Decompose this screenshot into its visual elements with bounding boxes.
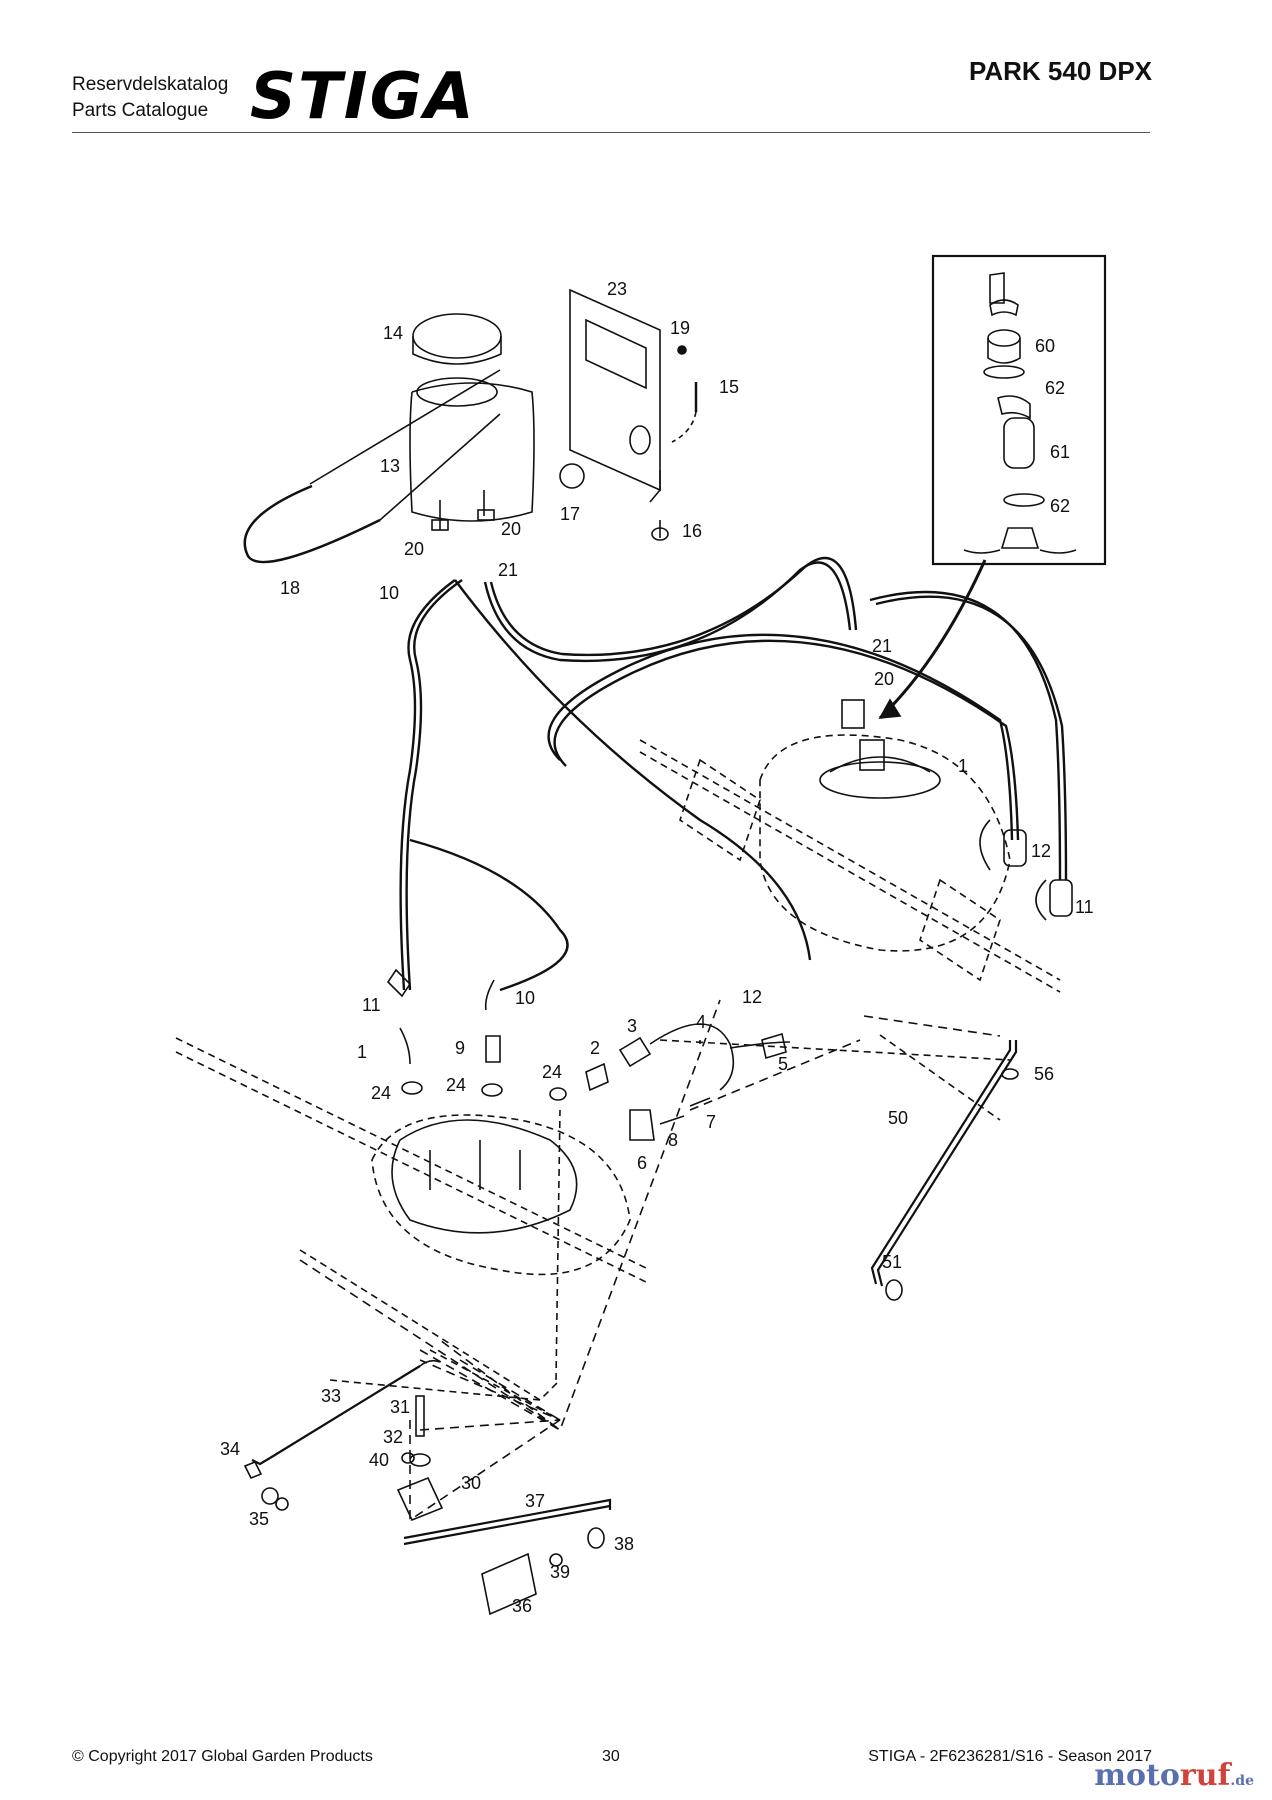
footer-document-reference: STIGA - 2F6236281/S16 - Season 2017 <box>868 1748 1152 1765</box>
callout-12-a: 12 <box>1031 841 1051 861</box>
model-name: PARK 540 DPX <box>968 56 1152 86</box>
callout-17: 17 <box>560 504 580 524</box>
callout-24-c: 24 <box>542 1062 562 1082</box>
callout-31: 31 <box>390 1397 410 1417</box>
watermark: motoruf.de <box>1094 1758 1254 1793</box>
callout-16: 16 <box>682 521 702 541</box>
callout-40: 40 <box>369 1450 389 1470</box>
callout-3: 3 <box>627 1016 637 1036</box>
callout-10-b: 10 <box>515 988 535 1008</box>
callout-30: 30 <box>461 1473 481 1493</box>
callout-15: 15 <box>719 377 739 397</box>
callout-20-a: 20 <box>404 539 424 559</box>
callout-4: 4 <box>696 1012 706 1032</box>
callout-23: 23 <box>607 279 627 299</box>
callout-11-b: 11 <box>362 995 381 1015</box>
callout-56: 56 <box>1034 1064 1054 1084</box>
callout-24-a: 24 <box>371 1083 391 1103</box>
callout-51: 51 <box>882 1252 902 1272</box>
callout-5: 5 <box>778 1054 788 1074</box>
callout-1-b: 1 <box>357 1042 367 1062</box>
callout-12-b: 12 <box>742 987 762 1007</box>
watermark-part2: ruf <box>1179 1758 1231 1793</box>
callout-60: 60 <box>1035 336 1055 356</box>
callout-9: 9 <box>455 1038 465 1058</box>
callout-2: 2 <box>590 1038 600 1058</box>
catalog-title-swedish: Reservdelskatalog <box>72 74 229 95</box>
callout-21-b: 21 <box>872 636 892 656</box>
footer-page-number: 30 <box>602 1748 620 1765</box>
inset-box <box>931 254 1107 566</box>
callout-14: 14 <box>383 323 403 343</box>
callout-21-a: 21 <box>498 560 518 580</box>
watermark-part3: .de <box>1230 1773 1254 1789</box>
watermark-part1: moto <box>1094 1758 1180 1793</box>
callout-19: 19 <box>670 318 690 338</box>
catalog-title-english: Parts Catalogue <box>72 100 209 121</box>
callout-8: 8 <box>668 1130 678 1150</box>
callout-11-a: 11 <box>1075 897 1094 917</box>
callout-20-b: 20 <box>501 519 521 539</box>
callout-20-c: 20 <box>874 669 894 689</box>
callout-18: 18 <box>280 578 300 598</box>
callout-38: 38 <box>614 1534 634 1554</box>
callout-50: 50 <box>888 1108 908 1128</box>
header-divider <box>72 132 1150 133</box>
callout-6: 6 <box>637 1153 647 1173</box>
catalog-title: Reservdelskatalog Parts Catalogue <box>72 72 228 124</box>
footer-copyright: © Copyright 2017 Global Garden Products <box>72 1748 373 1765</box>
callout-13: 13 <box>380 456 400 476</box>
callout-1-a: 1 <box>958 756 968 776</box>
callout-24-b: 24 <box>446 1075 466 1095</box>
callout-10-a: 10 <box>379 583 399 603</box>
callout-61: 61 <box>1050 442 1070 462</box>
callout-34: 34 <box>220 1439 240 1459</box>
callout-33: 33 <box>321 1386 341 1406</box>
callout-37: 37 <box>525 1491 545 1511</box>
callout-39: 39 <box>550 1562 570 1582</box>
svg-text:STIGA: STIGA <box>250 62 475 126</box>
callout-62-a: 62 <box>1045 378 1065 398</box>
stiga-logo: STIGA <box>250 62 475 126</box>
callout-7: 7 <box>706 1112 716 1132</box>
callout-35: 35 <box>249 1509 269 1529</box>
callout-32: 32 <box>383 1427 403 1447</box>
callout-62-b: 62 <box>1050 496 1070 516</box>
callout-36: 36 <box>512 1596 532 1616</box>
